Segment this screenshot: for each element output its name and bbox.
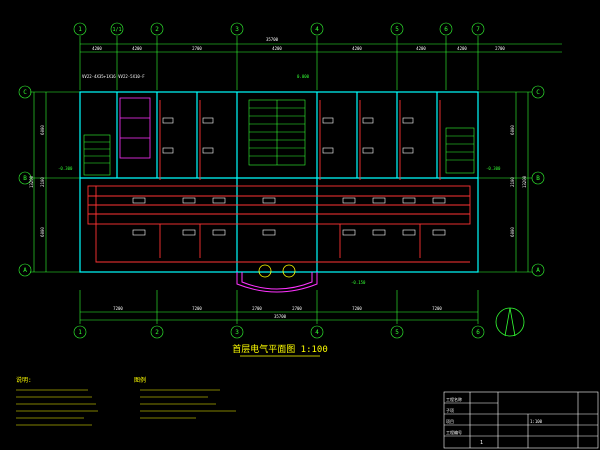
title-block-text: 工程名称 子项 项目 工程编号 1 1:100 (446, 396, 543, 446)
bottom-dim-overall: 35700 (274, 314, 287, 319)
right-dim-1: 6000 (510, 125, 515, 135)
grid-bubble-bottom-6: 6 (476, 329, 480, 336)
grid-row-c-right: C (536, 89, 540, 96)
right-dim-total: 13200 (522, 175, 527, 188)
level-mark-0: 0.000 (297, 74, 310, 79)
grid-bubble-bottom-1: 1 (78, 329, 82, 336)
top-dim-3: 2700 (192, 46, 202, 51)
grid-row-c-left: C (23, 89, 27, 96)
left-dim-2: 2100 (40, 177, 45, 187)
bottom-dim-4: 2700 (292, 306, 302, 311)
grid-bubble-top-4: 3 (235, 26, 239, 33)
level-mark-3: -0.150 (351, 280, 366, 285)
title-block-row-3: 项目 (446, 418, 454, 424)
top-dim-5: 4200 (352, 46, 362, 51)
title-block-row-1: 工程名称 (446, 396, 462, 402)
left-dim-total: 13200 (29, 175, 34, 188)
feeder-label: VV22-4X35+1X16 VV22-5X10-F (82, 74, 145, 79)
top-dimension-block (73, 22, 562, 90)
distribution-panel (119, 97, 151, 159)
grid-row-a-right: A (536, 267, 540, 274)
left-dim-3: 6000 (40, 227, 45, 237)
title-block-scale: 1:100 (530, 419, 543, 424)
north-arrow-icon (495, 307, 525, 337)
notes-right-lines (140, 389, 236, 419)
top-dim-2: 4200 (132, 46, 142, 51)
right-dim-labels: C B A 6000 2100 6000 13200 (510, 89, 540, 274)
bottom-dimension-block (73, 290, 485, 339)
corridor-wiring (87, 100, 471, 263)
title-block-sheet: 1 (480, 440, 483, 446)
bottom-dim-6: 7200 (432, 306, 442, 311)
main-stair (248, 99, 306, 166)
grid-bubble-bottom-4: 4 (315, 329, 319, 336)
grid-bubble-top-3: 2 (155, 26, 159, 33)
grid-bubble-top-2: 1/1 (112, 27, 121, 33)
light-fixtures (132, 117, 446, 236)
entrance-canopy (236, 272, 318, 293)
bottom-dim-2: 7200 (192, 306, 202, 311)
right-dim-2: 2100 (510, 177, 515, 187)
grid-bubble-bottom-2: 2 (155, 329, 159, 336)
grid-row-a-left: A (23, 267, 27, 274)
bottom-dim-1: 7200 (113, 306, 123, 311)
level-mark-2: -0.300 (486, 166, 501, 171)
bottom-grid-labels: 1 2 3 4 5 6 7200 7200 2700 2700 7200 720… (78, 306, 480, 336)
grid-bubble-top-1: 1 (78, 26, 82, 33)
grid-bubble-top-7: 6 (444, 26, 448, 33)
left-dim-labels: C B A 6000 2100 6000 13200 (23, 89, 45, 274)
right-dimension-block (478, 85, 545, 277)
top-dim-overall: 35700 (266, 37, 279, 42)
bottom-dim-3: 2700 (252, 306, 262, 311)
left-dimension-block (18, 85, 80, 277)
side-stair-left (83, 134, 111, 176)
title-block (443, 391, 599, 449)
top-dim-4: 4200 (272, 46, 282, 51)
grid-bubble-top-6: 5 (395, 26, 399, 33)
notes-left-lines (16, 389, 98, 426)
left-dim-1: 6000 (40, 125, 45, 135)
annotations: VV22-4X35+1X16 VV22-5X10-F 0.000 -0.300 … (58, 74, 501, 285)
level-mark-1: -0.300 (58, 166, 73, 171)
bottom-dim-5: 7200 (352, 306, 362, 311)
top-dim-6: 4200 (416, 46, 426, 51)
grid-bubble-bottom-3: 3 (235, 329, 239, 336)
building-walls (79, 91, 479, 273)
entrance-doors (258, 264, 296, 278)
top-grid-labels: 1 1/1 2 3 4 5 6 7 4200 4200 2700 4200 42… (78, 26, 505, 51)
grid-bubble-bottom-5: 5 (395, 329, 399, 336)
title-block-row-4: 工程编号 (446, 429, 462, 435)
grid-row-b-right: B (536, 175, 540, 182)
grid-row-b-left: B (23, 175, 27, 182)
top-dim-7: 4200 (457, 46, 467, 51)
notes-right-title: 图例 (134, 376, 146, 384)
notes-left-title: 说明: (16, 376, 32, 384)
grid-bubble-top-5: 4 (315, 26, 319, 33)
drawing-title: 首层电气平面图 1:100 (232, 343, 328, 355)
grid-bubble-top-8: 7 (476, 26, 480, 33)
title-block-row-2: 子项 (446, 407, 454, 413)
top-dim-8: 2700 (495, 46, 505, 51)
side-stair-right (445, 127, 475, 174)
right-dim-3: 6000 (510, 227, 515, 237)
top-dim-1: 4200 (92, 46, 102, 51)
